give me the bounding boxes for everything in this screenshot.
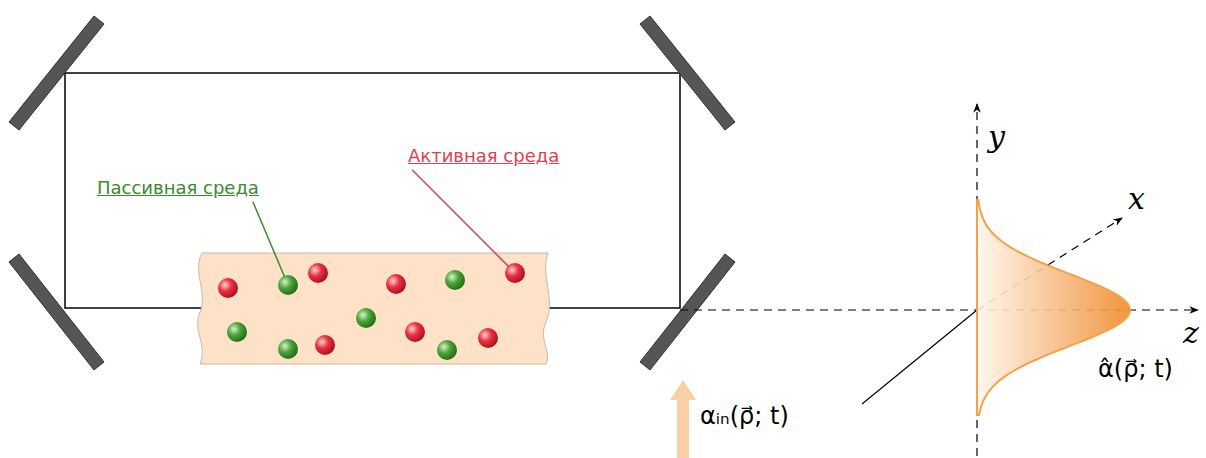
leader-line (412, 170, 509, 267)
mirror (640, 254, 735, 370)
axis-label: x (1128, 182, 1145, 217)
medium-band (198, 253, 550, 364)
x-axis-back (862, 310, 977, 404)
field-label: α̂(ρ⃗; t) (1098, 356, 1173, 384)
passive-particles (227, 270, 465, 360)
input-beam-arrow (670, 380, 696, 458)
mirror (9, 254, 104, 370)
axis-label: z (1183, 316, 1199, 351)
mirrors (9, 16, 735, 370)
leader-line (253, 202, 285, 277)
callout-label: Активная среда (408, 146, 559, 167)
callout-label: Пассивная среда (97, 178, 259, 199)
mirror (640, 16, 735, 130)
field-label: αᵢₙ(ρ⃗; t) (700, 403, 789, 431)
axis-label: y (988, 120, 1005, 155)
mirror (9, 16, 104, 130)
active-particles (218, 263, 525, 355)
